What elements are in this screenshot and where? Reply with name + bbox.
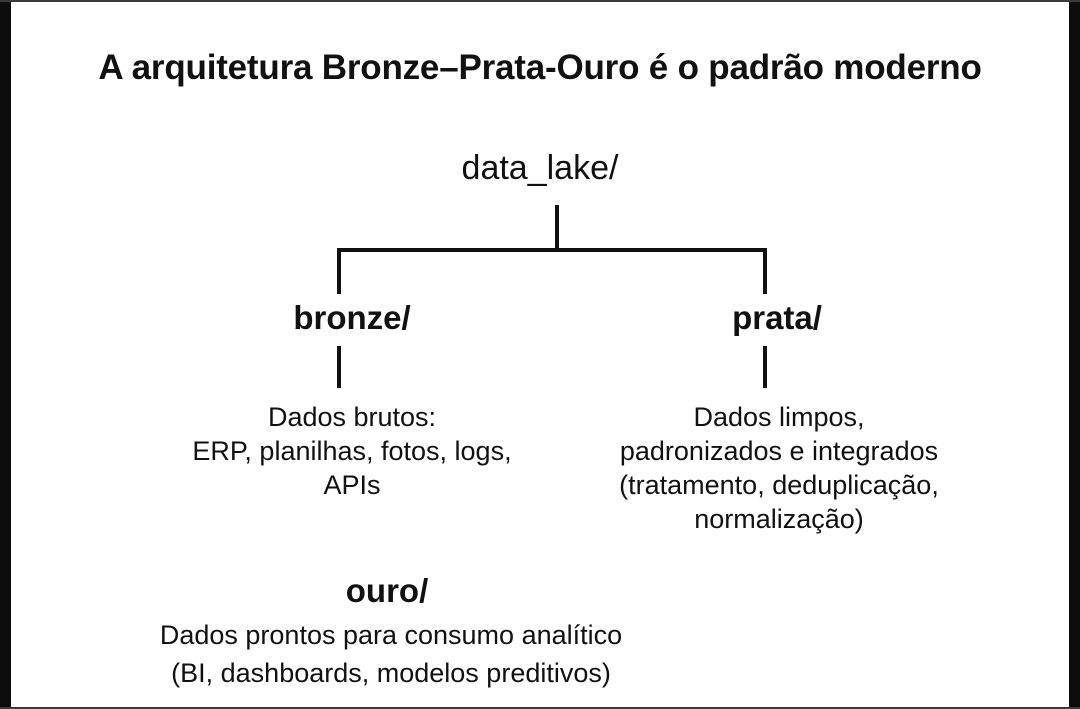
description-prata-line-4: normalização) [694, 504, 864, 534]
left-edge-bar [0, 0, 11, 709]
description-bronze: Dados brutos: ERP, planilhas, fotos, log… [159, 400, 545, 502]
tree-node-ouro: ouro/ [345, 572, 429, 609]
connector-drop-prata [763, 248, 767, 294]
connector-tick-prata [763, 346, 767, 388]
tree-node-bronze: bronze/ [293, 299, 411, 336]
description-prata-line-3: (tratamento, deduplicação, [619, 470, 939, 500]
tree-node-data-lake: data_lake/ [461, 149, 619, 187]
bottom-edge-line [0, 707, 1080, 709]
top-edge-line [0, 0, 1080, 2]
connector-tick-bronze [337, 346, 341, 388]
slide-title: A arquitetura Bronze–Prata-Ouro é o padr… [98, 48, 982, 87]
connector-root-stem [555, 205, 559, 252]
diagram-area: A arquitetura Bronze–Prata-Ouro é o padr… [11, 2, 1069, 707]
description-prata-line-1: Dados limpos, [693, 402, 865, 432]
description-bronze-line-2: ERP, planilhas, fotos, logs, [192, 436, 512, 466]
description-prata-line-2: padronizados e integrados [619, 436, 939, 466]
description-prata: Dados limpos, padronizados e integrados … [579, 400, 979, 536]
description-bronze-line-3: APIs [323, 470, 381, 500]
connector-horizontal-bar [337, 248, 767, 252]
description-bronze-line-1: Dados brutos: [267, 402, 437, 432]
right-edge-bar [1069, 0, 1080, 709]
description-ouro-line-1: Dados prontos para consumo analítico [159, 620, 623, 650]
description-ouro-line-2: (BI, dashboards, modelos preditivos) [171, 658, 611, 688]
connector-drop-bronze [337, 248, 341, 294]
tree-node-prata: prata/ [732, 299, 822, 336]
description-ouro: Dados prontos para consumo analítico (BI… [111, 616, 671, 692]
